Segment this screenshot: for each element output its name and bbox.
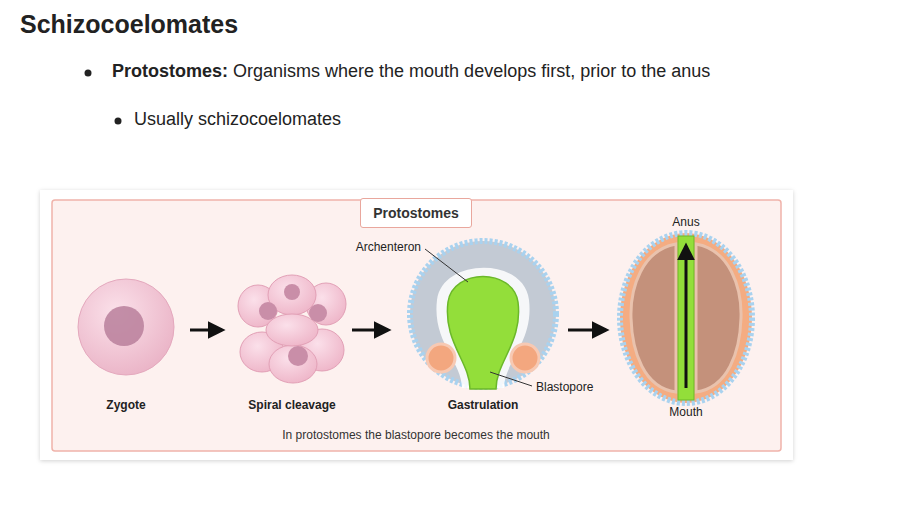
sub-bullet: Usually schizocoelomates — [134, 109, 341, 130]
bullet — [85, 70, 92, 77]
part-label: Blastopore — [536, 380, 593, 394]
figure-panel — [52, 200, 781, 451]
stage-label: Zygote — [106, 398, 145, 412]
stage-label: Spiral cleavage — [248, 398, 335, 412]
header-box: Protostomes — [360, 198, 472, 228]
zygote-figure — [78, 279, 174, 375]
stage-label: Gastrulation — [448, 398, 519, 412]
stage-arrow — [568, 329, 606, 332]
part-label: Mouth — [669, 405, 702, 419]
header-text: Protostomes — [373, 204, 459, 222]
bullet — [115, 118, 122, 125]
gut-figure — [620, 233, 752, 403]
gastrulation-figure — [410, 241, 556, 389]
slide-title: Schizocoelomates — [20, 10, 238, 39]
leader-line — [490, 372, 532, 386]
part-label: Archenteron — [356, 240, 421, 254]
bold-term: Protostomes: — [112, 61, 228, 81]
part-label: Anus — [672, 215, 699, 229]
leader-line — [425, 249, 468, 282]
definition-text: Organisms where the mouth develops first… — [233, 61, 710, 81]
figure-card — [40, 190, 793, 460]
figure-caption: In protostomes the blastopore becomes th… — [282, 428, 550, 442]
spiral-cleavage-figure — [238, 275, 346, 383]
stage-arrow — [190, 329, 222, 332]
bullet-line: Protostomes:Organisms where the mouth de… — [112, 61, 710, 82]
stage-arrow — [352, 329, 388, 332]
